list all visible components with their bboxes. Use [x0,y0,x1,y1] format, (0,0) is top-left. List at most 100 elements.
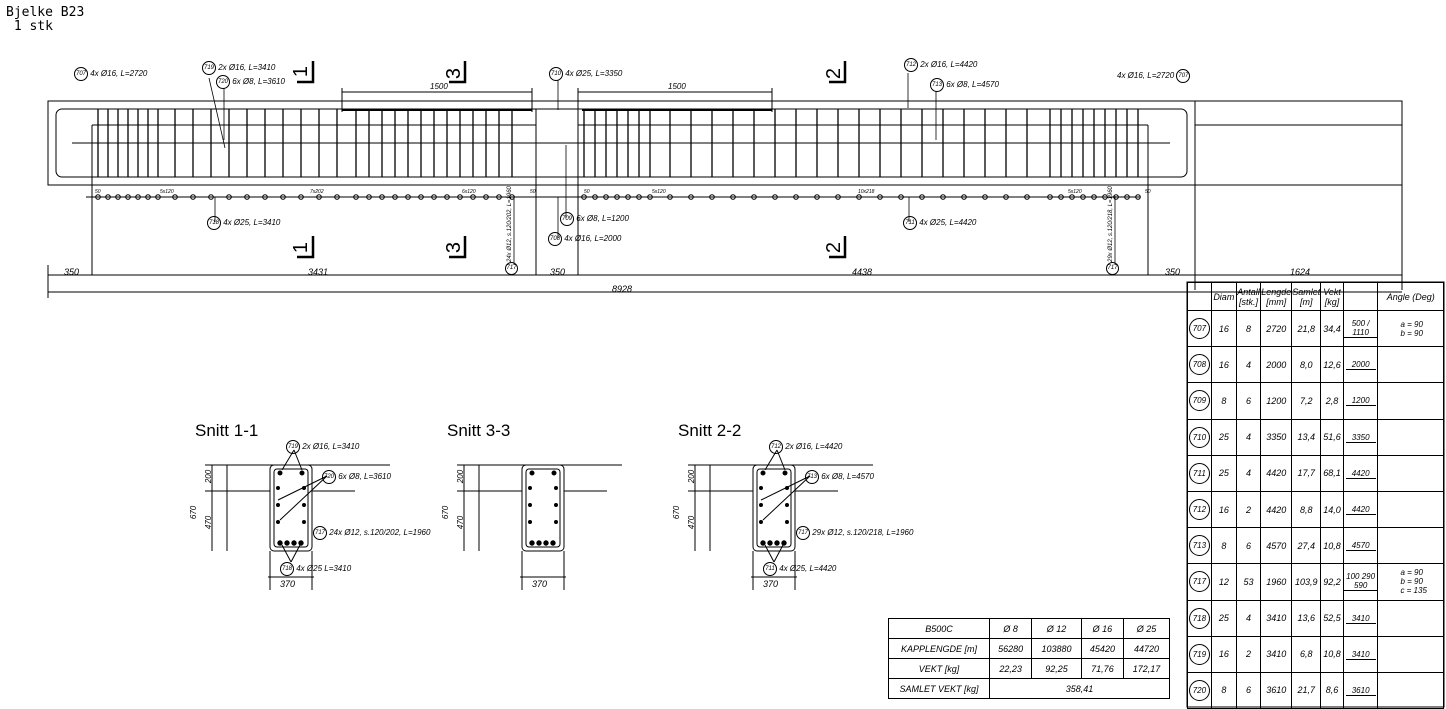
callout-text: 6x Ø8, L=3610 [336,472,391,482]
bar-marker [793,194,799,200]
schedule-cell-lengde: 1200 [1260,382,1293,420]
bar-marker [1003,194,1009,200]
callout-text: 4x Ø25, L=3350 [563,69,623,79]
section-cut-marks [297,61,847,259]
bar-shape: 500 / 1110 [1343,319,1378,339]
schedule-cell-pos: 717 [1187,563,1212,601]
position-marker: 707 [1176,69,1191,83]
summary-col-d25: Ø 25 [1123,618,1170,639]
bar-marker [298,194,304,200]
position-marker: 711 [903,216,917,230]
summary-kapplengde-label: KAPPLENGDE [m] [888,638,990,659]
section-mark: 3 [443,241,466,254]
bar-marker [145,194,151,200]
weight-summary-table: B500C Ø 8 Ø 12 Ø 16 Ø 25 KAPPLENGDE [m] … [888,618,1170,699]
position-marker: 712 [904,58,918,72]
section-callout-720: 720 6x Ø8, L=3610 [322,470,391,484]
bar-marker [496,194,502,200]
bar-marker [709,194,715,200]
callout-top-712: 712 2x Ø16, L=4420 [904,58,977,72]
section-mark: 1 [290,65,313,78]
position-marker: 709 [560,212,574,226]
summary-vekt-d8: 22,23 [988,658,1033,679]
schedule-cell-samlet: 21,7 [1291,671,1322,709]
schedule-cell-shape: 4570 [1342,527,1379,565]
section-title: Snitt 1-1 [195,421,259,440]
schedule-cell-antall: 4 [1235,346,1262,384]
section-callout-717: 717 29x Ø12, s.120/218, L=1960 [796,526,913,540]
schedule-cell-angle [1377,382,1444,420]
callout-text: 2x Ø16, L=4420 [783,442,843,452]
title-line-1: Bjelke B23 [6,5,85,20]
callout-text: 4x Ø25, L=4420 [777,564,837,574]
schedule-cell-diam: 25 [1210,418,1237,456]
callout-text: 4x Ø16, L=2000 [562,234,622,244]
stirrup-label: 29x Ø12, s.120/218, L=1960 [1108,186,1114,262]
bar-marker [1058,194,1064,200]
callout-bottom-708: 708 4x Ø16, L=2000 [548,232,621,246]
schedule-cell-vekt: 8,6 [1320,671,1344,709]
schedule-cell-pos: 713 [1187,527,1212,565]
spacing-label: 7x202 [310,189,324,195]
bar-marker [647,194,653,200]
schedule-cell-diam: 16 [1210,635,1237,673]
schedule-header-cell [1187,282,1212,311]
callout-text: 4x Ø16, L=2720 [88,69,148,79]
dimension-label: 350 [64,267,80,277]
position-marker: 718 [280,562,294,576]
summary-kapplengde-d12: 103880 [1031,638,1082,659]
callout-bottom-718: 718 4x Ø25, L=3410 [207,216,280,230]
bar-marker [751,194,757,200]
summary-samlet-row: SAMLET VEKT [kg] 358,41 [888,678,1170,699]
dimension-label: 4438 [852,267,873,277]
schedule-cell-samlet: 13,4 [1291,418,1322,456]
dimension-label: 8928 [612,284,633,294]
bar-marker [483,194,489,200]
schedule-cell-antall: 2 [1235,635,1262,673]
dimension-label: 1624 [1290,267,1311,277]
bar-marker [919,194,925,200]
schedule-cell-samlet: 8,8 [1291,490,1322,529]
summary-header-row: B500C Ø 8 Ø 12 Ø 16 Ø 25 [888,618,1170,639]
position-marker: 712 [769,440,783,454]
schedule-cell-lengde: 3350 [1260,418,1293,456]
position-marker: 713 [930,78,944,92]
schedule-cell-pos: 712 [1187,490,1212,529]
section-mark: 2 [823,241,846,254]
length-label: 1500 [430,82,448,91]
summary-col-d16: Ø 16 [1080,618,1125,639]
schedule-cell-lengde: 4420 [1260,490,1293,529]
bar-marker [982,194,988,200]
section-web-dim: 470 [687,515,697,530]
callout-text: 29x Ø12, s.120/218, L=1960 [810,528,914,538]
callout-text: 4x Ø25, L=4420 [917,218,977,228]
length-label: 1500 [668,82,686,91]
callout-text: 2x Ø16, L=4420 [918,60,978,70]
schedule-cell-samlet: 6,8 [1291,635,1322,673]
section-width-dim: 370 [280,579,296,589]
schedule-cell-angle [1377,454,1444,492]
schedule-cell-vekt: 34,4 [1320,309,1344,348]
section-3 [688,449,873,590]
spacing-label: 50 [1145,189,1151,195]
bar-marker [457,194,463,200]
schedule-cell-pos: 710 [1187,418,1212,456]
bar-marker [226,194,232,200]
title-line-2: 1 stk [6,19,53,34]
schedule-cell-samlet: 13,6 [1291,599,1322,637]
spacing-label: 50 [95,189,101,195]
bar-marker [115,194,121,200]
callout-text: 24x Ø12, s.120/202, L=1960 [327,528,431,538]
section-2 [457,464,622,590]
section-callout-718: 718 4x Ø25 L=3410 [280,562,351,576]
position-marker: 718 [207,216,221,230]
callout-top-719: 719 2x Ø16, L=3410 [202,61,275,75]
schedule-header-cell: Angle (Deg) [1377,282,1444,311]
position-marker: 712 [1188,499,1210,521]
bar-marker [772,194,778,200]
schedule-cell-pos: 708 [1187,346,1212,384]
schedule-cell-lengde: 4570 [1260,527,1293,565]
bar-marker [316,194,322,200]
